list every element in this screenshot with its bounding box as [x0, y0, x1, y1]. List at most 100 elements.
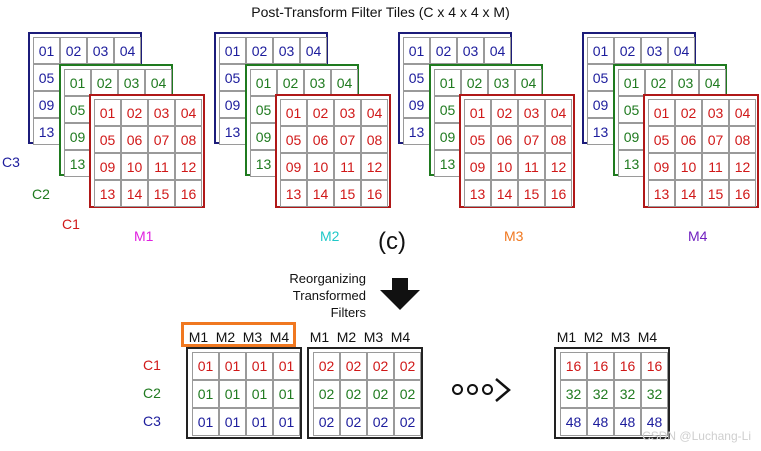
tile-cell: 15	[702, 180, 729, 207]
tile-cell: 01	[94, 99, 121, 126]
row-label: C1	[143, 357, 161, 373]
diagram-title: Post-Transform Filter Tiles (C x 4 x 4 x…	[251, 4, 510, 20]
tile-cell: 13	[434, 150, 461, 177]
figure-caption: (c)	[378, 228, 406, 255]
grid-cell: 02	[313, 408, 340, 436]
tile-cell: 13	[250, 150, 277, 177]
grid-cell: 32	[560, 380, 587, 408]
tile-cell: 09	[33, 91, 60, 118]
tile-cell: 08	[545, 126, 572, 153]
reorganize-line-2: Transformed	[292, 288, 366, 303]
grid-cell: 01	[273, 380, 300, 408]
tile-cell: 05	[250, 96, 277, 123]
tile-cell: 04	[145, 69, 172, 96]
grid-cell: 02	[367, 408, 394, 436]
tile-cell: 16	[729, 180, 756, 207]
tile-cell: 09	[219, 91, 246, 118]
grid-cell: 02	[340, 408, 367, 436]
grid-cell: 02	[313, 380, 340, 408]
grid-cell: 02	[394, 408, 421, 436]
tile-cell: 04	[668, 37, 695, 64]
tile-cell: 06	[675, 126, 702, 153]
tile-cell: 10	[307, 153, 334, 180]
tile-cell: 05	[434, 96, 461, 123]
row-label: C3	[143, 413, 161, 429]
grid-cell: 01	[273, 408, 300, 436]
tile-cell: 02	[307, 99, 334, 126]
tile-cell: 02	[246, 37, 273, 64]
tile-cell: 09	[618, 123, 645, 150]
tile-cell: 01	[250, 69, 277, 96]
tile-cell: 07	[518, 126, 545, 153]
header-cell: M1	[309, 329, 330, 345]
tile-cell: 04	[484, 37, 511, 64]
down-arrow-icon	[380, 278, 420, 310]
tile-cell: 01	[280, 99, 307, 126]
tile-cell: 02	[430, 37, 457, 64]
output-group-label: M2	[320, 228, 340, 244]
tile-cell: 11	[518, 153, 545, 180]
tile-cell: 13	[648, 180, 675, 207]
tile-cell: 13	[33, 118, 60, 145]
tile-cell: 14	[121, 180, 148, 207]
tile-cell: 04	[729, 99, 756, 126]
tile-cell: 01	[464, 99, 491, 126]
tile-cell: 09	[280, 153, 307, 180]
tile-cell: 01	[587, 37, 614, 64]
grid-cell: 01	[192, 408, 219, 436]
grid-cell: 32	[641, 380, 668, 408]
grid-cell: 16	[560, 352, 587, 380]
grid-cell: 16	[614, 352, 641, 380]
tile-cell: 05	[403, 64, 430, 91]
header-cell: M4	[269, 329, 290, 345]
tile-cell: 12	[175, 153, 202, 180]
tile-cell: 03	[702, 99, 729, 126]
tile-cell: 10	[121, 153, 148, 180]
grid-cell: 32	[614, 380, 641, 408]
dot-icon	[452, 384, 463, 395]
tile-cell: 09	[648, 153, 675, 180]
grid-cell: 48	[560, 408, 587, 436]
tile-cell: 10	[675, 153, 702, 180]
header-cell: M3	[242, 329, 263, 345]
tile-cell: 05	[464, 126, 491, 153]
tile-cell: 03	[87, 37, 114, 64]
tile-cell: 02	[645, 69, 672, 96]
grid-cell: 01	[246, 408, 273, 436]
grid-cell: 48	[641, 408, 668, 436]
grid-cell: 01	[219, 352, 246, 380]
grid-cell: 01	[246, 352, 273, 380]
tile-cell: 09	[94, 153, 121, 180]
header-cell: M3	[610, 329, 631, 345]
tile-cell: 15	[334, 180, 361, 207]
tile-cell: 03	[334, 99, 361, 126]
tile-cell: 02	[60, 37, 87, 64]
dot-icon	[467, 384, 478, 395]
tile-cell: 12	[361, 153, 388, 180]
tile-cell: 03	[488, 69, 515, 96]
tile-cell: 10	[491, 153, 518, 180]
tile-cell: 11	[702, 153, 729, 180]
header-cell: M2	[336, 329, 357, 345]
tile-cell: 05	[280, 126, 307, 153]
tile-cell: 13	[64, 150, 91, 177]
tile-cell: 03	[148, 99, 175, 126]
tile-cell: 03	[304, 69, 331, 96]
grid-cell: 16	[641, 352, 668, 380]
grid-cell: 01	[192, 352, 219, 380]
tile-cell: 13	[280, 180, 307, 207]
header-cell: M1	[188, 329, 209, 345]
tile-cell: 08	[175, 126, 202, 153]
header-cell: M3	[363, 329, 384, 345]
tile-cell: 04	[361, 99, 388, 126]
tile-cell: 02	[91, 69, 118, 96]
tile-cell: 15	[148, 180, 175, 207]
output-group-label: M4	[688, 228, 708, 244]
tile-cell: 12	[729, 153, 756, 180]
tile-cell: 07	[334, 126, 361, 153]
